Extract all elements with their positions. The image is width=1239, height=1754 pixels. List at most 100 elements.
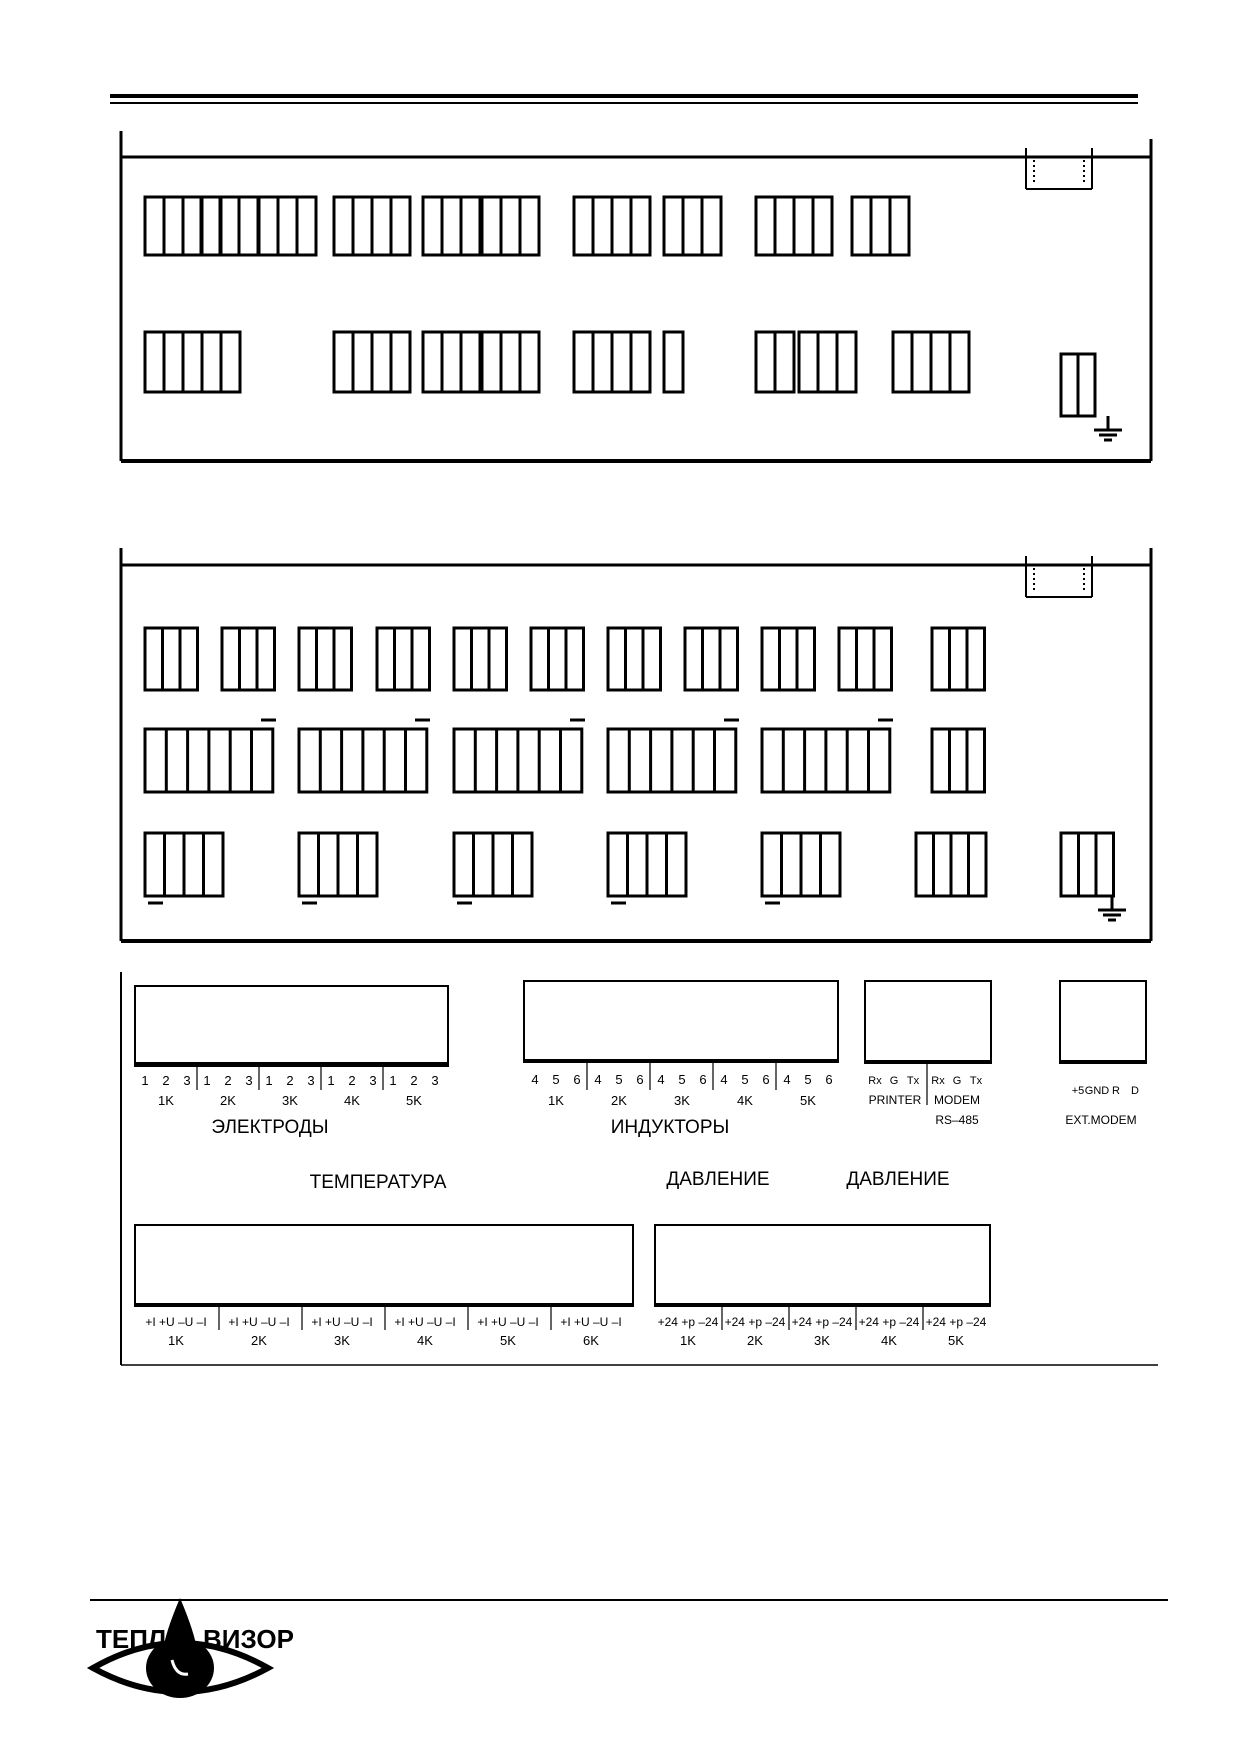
terminal-block <box>200 330 242 394</box>
inductor-pin-label: 5 <box>552 1072 559 1087</box>
pressure-pin-label: +24 +p –24 <box>859 1315 920 1329</box>
pressure-channel-label: 1K <box>680 1333 696 1348</box>
electrode-pin-label: 3 <box>245 1073 252 1088</box>
printer-label: PRINTER <box>869 1093 922 1107</box>
inductor-pin-label: 4 <box>594 1072 601 1087</box>
terminal-block <box>760 626 816 692</box>
temperature-channel-label: 5K <box>500 1333 516 1348</box>
terminal-block <box>606 831 688 898</box>
printer-pin-label: G <box>890 1075 899 1087</box>
inductor-channel-label: 3K <box>674 1093 690 1108</box>
electrode-pin-label: 3 <box>431 1073 438 1088</box>
ground-terminal <box>1059 831 1115 898</box>
temperature-channel-label: 6K <box>583 1333 599 1348</box>
teplovizor-logo: ТЕПЛО ВИЗОР <box>86 1598 294 1698</box>
electrode-channel-label: 3K <box>282 1093 298 1108</box>
temperature-channel-label: 1K <box>168 1333 184 1348</box>
inductor-pin-label: 4 <box>720 1072 727 1087</box>
pressure-title-1: ДАВЛЕНИЕ <box>666 1169 769 1190</box>
terminal-block <box>199 195 260 257</box>
inductor-pin-label: 5 <box>804 1072 811 1087</box>
terminal-block <box>572 330 652 394</box>
header-rule <box>110 94 1138 104</box>
electrode-pin-label: 1 <box>265 1073 272 1088</box>
terminal-block <box>297 626 353 692</box>
modem-pin-label: Rx <box>931 1075 945 1087</box>
terminal-block <box>452 626 508 692</box>
top-panel <box>119 131 1153 463</box>
inductor-channel-label: 1K <box>548 1093 564 1108</box>
inductor-pin-label: 5 <box>678 1072 685 1087</box>
logo-text-right: ВИЗОР <box>203 1624 294 1654</box>
inductor-pin-label: 6 <box>699 1072 706 1087</box>
pressure-pin-label: +24 +p –24 <box>792 1315 853 1329</box>
ground-icon <box>1098 896 1126 922</box>
terminal-block <box>662 195 723 257</box>
terminal-block <box>143 626 199 692</box>
terminal-block <box>421 195 482 257</box>
terminal-block <box>760 831 842 898</box>
ground-icon <box>1094 416 1122 442</box>
electrode-pin-label: 3 <box>307 1073 314 1088</box>
terminal-block <box>837 626 893 692</box>
electrode-pin-label: 2 <box>162 1073 169 1088</box>
electrode-channel-label: 1K <box>158 1093 174 1108</box>
pressure-pin-label: +24 +p –24 <box>926 1315 987 1329</box>
ext-modem-pin-label: D <box>1131 1085 1139 1097</box>
temperature-title: ТЕМПЕРАТУРА <box>310 1172 447 1193</box>
terminal-block <box>332 195 412 257</box>
electrode-pin-label: 2 <box>410 1073 417 1088</box>
inductor-pin-label: 5 <box>615 1072 622 1087</box>
pressure-connector <box>654 1224 991 1307</box>
middle-panel <box>119 548 1153 943</box>
pressure-channel-label: 4K <box>881 1333 897 1348</box>
rs485-label: RS–485 <box>935 1113 979 1127</box>
terminal-block <box>143 195 223 257</box>
temperature-connector <box>134 1224 634 1307</box>
terminal-block <box>606 626 662 692</box>
electrode-pin-label: 2 <box>348 1073 355 1088</box>
inductor-pin-label: 6 <box>825 1072 832 1087</box>
terminal-block <box>332 330 412 394</box>
printer-pin-label: Tx <box>907 1075 920 1087</box>
logo-text-left: ТЕПЛО <box>96 1624 186 1654</box>
electrode-pin-label: 1 <box>327 1073 334 1088</box>
electrodes-title: ЭЛЕКТРОДЫ <box>211 1117 328 1138</box>
temperature-channel-label: 3K <box>334 1333 350 1348</box>
panel-latch <box>1025 556 1093 598</box>
inductor-pin-label: 6 <box>573 1072 580 1087</box>
terminal-block <box>572 195 652 257</box>
temperature-pin-label: +I +U –U –I <box>228 1315 289 1329</box>
terminal-block <box>452 831 534 898</box>
terminal-block <box>143 727 275 794</box>
electrode-channel-label: 2K <box>220 1093 236 1108</box>
inductor-pin-label: 4 <box>783 1072 790 1087</box>
inductor-pin-label: 5 <box>741 1072 748 1087</box>
electrode-channel-label: 4K <box>344 1093 360 1108</box>
inductors-connector <box>523 980 839 1063</box>
terminal-block <box>452 727 584 794</box>
ext-modem-pin-label: R <box>1112 1085 1120 1097</box>
terminal-block <box>662 330 685 394</box>
terminal-block <box>914 831 988 898</box>
inductor-pin-label: 6 <box>762 1072 769 1087</box>
inductor-pin-label: 6 <box>636 1072 643 1087</box>
temperature-pin-label: +I +U –U –I <box>311 1315 372 1329</box>
modem-pin-label: G <box>953 1075 962 1087</box>
electrode-pin-label: 3 <box>183 1073 190 1088</box>
inductor-channel-label: 4K <box>737 1093 753 1108</box>
terminal-block <box>421 330 482 394</box>
terminal-block <box>297 727 429 794</box>
inductor-pin-label: 4 <box>657 1072 664 1087</box>
electrode-pin-label: 1 <box>141 1073 148 1088</box>
terminal-block <box>760 727 892 794</box>
pressure-pin-label: +24 +p –24 <box>725 1315 786 1329</box>
temperature-pin-label: +I +U –U –I <box>560 1315 621 1329</box>
terminal-block <box>143 831 225 898</box>
ext-modem-pin-label: +5 <box>1072 1085 1085 1097</box>
electrodes-connector <box>134 985 449 1067</box>
modem-pin-label: Tx <box>970 1075 983 1087</box>
terminal-block <box>529 626 585 692</box>
temperature-pin-label: +I +U –U –I <box>394 1315 455 1329</box>
